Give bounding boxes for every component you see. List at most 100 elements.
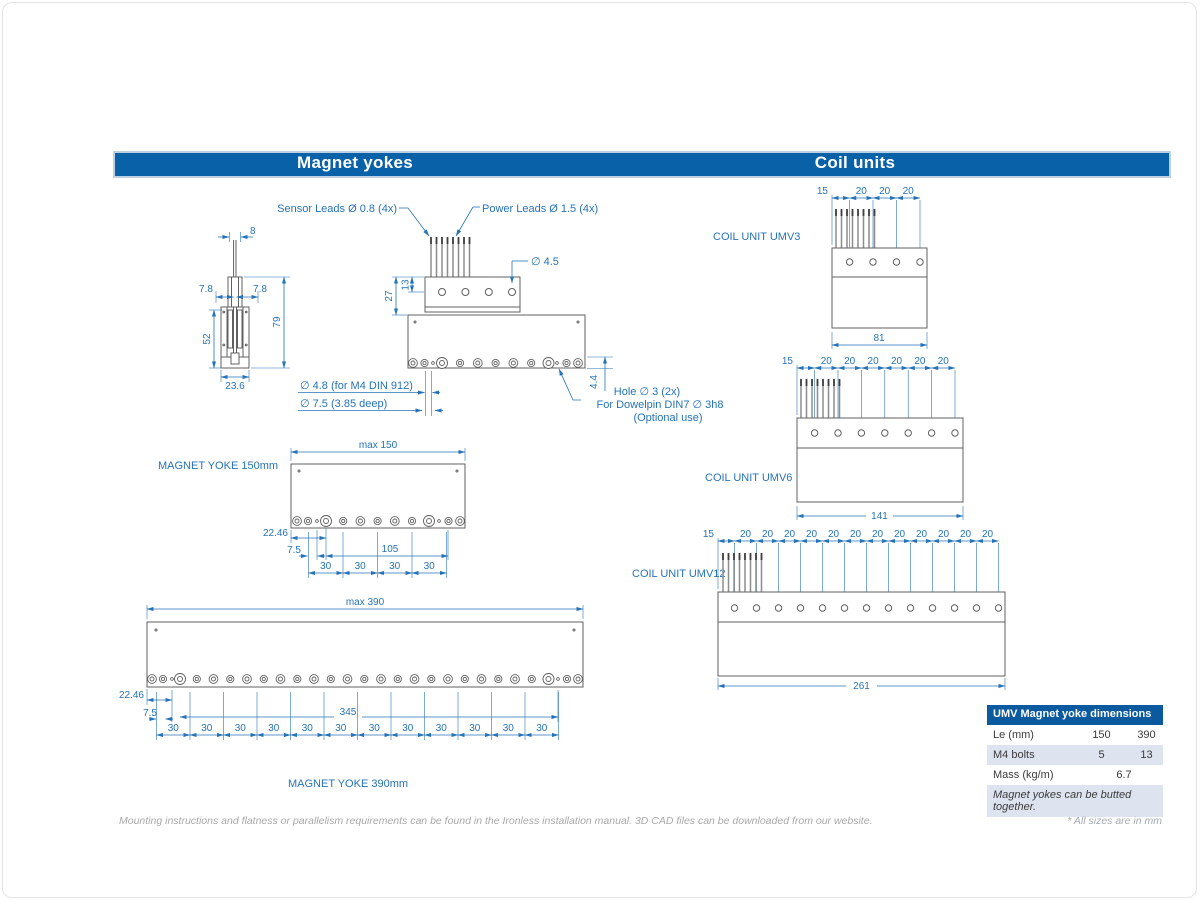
yoke390-pitch-dim: 30 bbox=[302, 723, 314, 734]
umv12-pitch-dim: 20 bbox=[894, 529, 906, 540]
umv6-width-dim: 141 bbox=[871, 511, 888, 522]
dim-blade-width: 8 bbox=[250, 226, 256, 237]
umv12-pitch-dim: 20 bbox=[916, 529, 928, 540]
table-note: Magnet yokes can be butted together. bbox=[987, 785, 1163, 817]
row-label: Le (mm) bbox=[993, 729, 1034, 741]
umv12-title: COIL UNIT UMV12 bbox=[632, 568, 726, 580]
umv12-lead-dim: 15 bbox=[703, 529, 715, 540]
umv12-pitch-dim: 20 bbox=[960, 529, 972, 540]
umv12-pitch-dim: 20 bbox=[850, 529, 862, 540]
yoke150-title: MAGNET YOKE 150mm bbox=[158, 460, 278, 472]
umv12-pitch-dim: 20 bbox=[740, 529, 752, 540]
yoke150-max-width: max 150 bbox=[359, 440, 398, 451]
row-value: 150 bbox=[1092, 729, 1111, 741]
magnet-yoke-150-drawing: MAGNET YOKE 150mm max 150 22.46 7.5 bbox=[158, 440, 466, 578]
yoke150-pin-dim: 7.5 bbox=[287, 545, 301, 556]
umv6-pitch-dim: 20 bbox=[938, 356, 950, 367]
yoke390-pitch-dim: 30 bbox=[335, 723, 347, 734]
yoke150-span-dim: 105 bbox=[382, 544, 399, 555]
dowel-label-line3: (Optional use) bbox=[633, 412, 702, 424]
dowel-label-line1: Hole ∅ 3 (2x) bbox=[614, 386, 680, 398]
umv6-pitch-dim: 20 bbox=[868, 356, 880, 367]
yoke-side-view-drawing: Sensor Leads Ø 0.8 (4x) Power Leads Ø 1.… bbox=[277, 203, 724, 424]
dim-total-height: 79 bbox=[272, 316, 283, 328]
row-value: 390 bbox=[1137, 729, 1156, 741]
row-label: M4 bolts bbox=[993, 749, 1035, 761]
umv6-pitch-dim: 20 bbox=[914, 356, 926, 367]
yoke390-pitch-dim: 30 bbox=[235, 723, 247, 734]
yoke390-title: MAGNET YOKE 390mm bbox=[288, 778, 408, 790]
coil-unit-umv12-drawing: COIL UNIT UMV12 bbox=[632, 529, 1006, 692]
umv12-width-dim: 261 bbox=[853, 681, 870, 692]
dim-edge-distance: 4.4 bbox=[589, 375, 600, 389]
yoke390-pitch-dim: 30 bbox=[536, 723, 548, 734]
yoke150-pitch-dim: 30 bbox=[355, 561, 367, 572]
yoke390-pitch-dim: 30 bbox=[268, 723, 280, 734]
umv6-pitch-dim: 20 bbox=[844, 356, 856, 367]
yoke390-pitch-dim: 30 bbox=[436, 723, 448, 734]
umv12-pitch-dim: 20 bbox=[762, 529, 774, 540]
yoke390-pitch-dim: 30 bbox=[369, 723, 381, 734]
dim-inner-height: 52 bbox=[202, 333, 213, 345]
umv3-width-dim: 81 bbox=[873, 333, 885, 344]
umv6-lead-dim: 15 bbox=[782, 356, 794, 367]
umv12-pitch-dim: 20 bbox=[982, 529, 994, 540]
yoke-dimensions-table: UMV Magnet yoke dimensions Le (mm) 150 3… bbox=[987, 705, 1163, 817]
yoke390-pitch-dim: 30 bbox=[402, 723, 414, 734]
yoke390-pin-dim: 7.5 bbox=[143, 708, 157, 719]
coil-units-section-title: Coil units bbox=[814, 153, 896, 172]
table-row: M4 bolts 5 13 bbox=[987, 745, 1163, 765]
row-value: 5 bbox=[1098, 749, 1105, 761]
umv12-pitch-dim: 20 bbox=[872, 529, 884, 540]
umv12-pitch-dim: 20 bbox=[806, 529, 818, 540]
table-row: Le (mm) 150 390 bbox=[987, 725, 1163, 745]
magnet-yokes-section-title: Magnet yokes bbox=[296, 153, 414, 172]
yoke150-pitch-dim: 30 bbox=[389, 561, 401, 572]
umv3-pitch-dim: 20 bbox=[879, 186, 891, 197]
units-note: * All sizes are in mm bbox=[1067, 815, 1162, 827]
dim-coil-height: 27 bbox=[384, 290, 395, 302]
umv3-pitch-dim: 20 bbox=[856, 186, 868, 197]
umv3-lead-dim: 15 bbox=[817, 186, 829, 197]
power-leads-label: Power Leads Ø 1.5 (4x) bbox=[482, 203, 598, 215]
magnet-yoke-390-drawing: MAGNET YOKE 390mm max 390 22.46 bbox=[119, 597, 584, 790]
umv6-pitch-dim: 20 bbox=[891, 356, 903, 367]
section-header-bar bbox=[113, 151, 1171, 178]
umv12-pitch-dim: 20 bbox=[828, 529, 840, 540]
table-row: Mass (kg/m) 6.7 bbox=[987, 765, 1163, 785]
yoke-cross-section-drawing: 8 7.8 7.8 52 79 23.6 bbox=[199, 226, 290, 392]
yoke390-edge-dim: 22.46 bbox=[119, 690, 144, 701]
footer-note: Mounting instructions and flatness or pa… bbox=[119, 815, 873, 827]
coil-unit-umv3-drawing: COIL UNIT UMV3 15 20 20 20 81 bbox=[713, 186, 928, 349]
yoke150-pitch-dim: 30 bbox=[320, 561, 332, 572]
dim-offset-right: 7.8 bbox=[253, 284, 267, 295]
yoke390-span-dim: 345 bbox=[340, 707, 357, 718]
counterbore-label: ∅ 7.5 (3.85 deep) bbox=[300, 398, 387, 410]
yoke150-pitch-dim: 30 bbox=[424, 561, 436, 572]
sensor-leads-label: Sensor Leads Ø 0.8 (4x) bbox=[277, 203, 397, 215]
yoke150-edge-dim: 22.46 bbox=[263, 528, 288, 539]
umv3-pitch-dim: 20 bbox=[903, 186, 915, 197]
umv3-title: COIL UNIT UMV3 bbox=[713, 231, 800, 243]
yoke390-max-width: max 390 bbox=[346, 597, 385, 608]
yoke390-pitch-dim: 30 bbox=[201, 723, 213, 734]
yoke390-pitch-dim: 30 bbox=[168, 723, 180, 734]
bolt-hole-label: ∅ 4.8 (for M4 DIN 912) bbox=[300, 380, 413, 392]
yoke390-pitch-dim: 30 bbox=[503, 723, 515, 734]
umv6-pitch-dim: 20 bbox=[821, 356, 833, 367]
umv12-pitch-dim: 20 bbox=[938, 529, 950, 540]
hole-dia-label: ∅ 4.5 bbox=[531, 256, 559, 268]
dim-hole-offset: 13 bbox=[401, 279, 412, 291]
yoke390-pitch-dim: 30 bbox=[469, 723, 481, 734]
dim-offset-left: 7.8 bbox=[199, 284, 213, 295]
row-value: 13 bbox=[1140, 749, 1153, 761]
table-title: UMV Magnet yoke dimensions bbox=[987, 705, 1163, 725]
row-value: 6.7 bbox=[1116, 769, 1132, 781]
dowel-label-line2: For Dowelpin DIN7 ∅ 3h8 bbox=[597, 399, 724, 411]
coil-unit-umv6-drawing: COIL UNIT UMV6 15 20 20 bbox=[705, 356, 964, 522]
dim-base-width: 23.6 bbox=[225, 381, 245, 392]
row-label: Mass (kg/m) bbox=[993, 769, 1054, 781]
umv6-title: COIL UNIT UMV6 bbox=[705, 472, 792, 484]
